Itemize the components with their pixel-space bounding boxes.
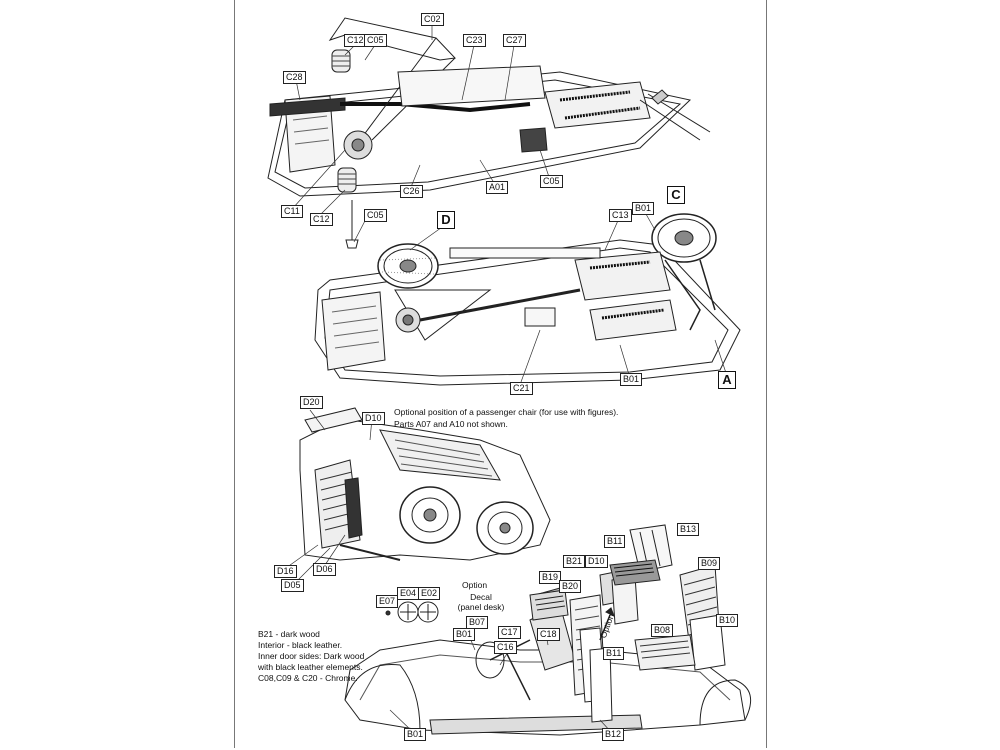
rear-box-2 [321,291,386,371]
label-b12: B12 [602,728,625,741]
option-label: Option [462,580,488,590]
legend-line-4: with black leather elements. [258,662,363,672]
legend-line-2: Interior - black leather. [258,640,343,650]
label-b11: B11 [604,535,626,548]
marker-a: A [718,371,736,389]
spring-upper [331,49,351,73]
label-a01: A01 [486,181,509,194]
label-c21: C21 [510,382,533,395]
rear-box [284,95,336,173]
label-c26: C26 [400,185,423,198]
label-d10: D10 [585,555,608,568]
shock-absorber [345,200,359,249]
label-d05: D05 [281,579,304,592]
engine-panel-lower [574,251,677,341]
label-b08: B08 [651,624,674,637]
marker-c: C [667,186,685,204]
label-c23: C23 [463,34,486,47]
front-spring-arms [639,93,711,141]
legend-line-5: C08,C09 & C20 - Chrome. [258,673,358,683]
fuel-tank [397,65,546,107]
label-d16: D16 [274,565,297,578]
label-c05: C05 [540,175,563,188]
label-d10: D10 [362,412,385,425]
drive-pipe [340,102,531,113]
battery-box [524,307,556,327]
chassis-frame-outline [267,71,692,197]
rear-wheel-3 [476,501,534,555]
label-c12: C12 [310,213,333,226]
front-fender [699,679,752,726]
engine-panel-upper [544,81,651,129]
side-rail [449,247,601,259]
label-d20: D20 [300,396,323,409]
car-front-view [299,407,551,561]
rear-fender [344,663,421,731]
windscreen [304,407,363,433]
marker-d: D [437,211,455,229]
decal-label-line1: Decal [470,592,492,602]
label-e02: E02 [418,587,441,600]
label-c27: C27 [503,34,526,47]
label-b09: B09 [698,557,721,570]
gauge-e02 [417,601,439,623]
label-d06: D06 [313,563,336,576]
steering-wheel [475,641,505,679]
label-b01: B01 [404,728,427,741]
rear-wheel [377,243,439,289]
passenger-chair [314,459,363,549]
label-c28: C28 [283,71,306,84]
seat-base-b11 [609,559,661,586]
battery-grille [519,127,548,153]
label-c05: C05 [364,209,387,222]
chassis-bottom-view [314,213,741,386]
label-c16: C16 [494,641,517,654]
seat-b08 [634,634,696,671]
label-b10: B10 [716,614,739,627]
front-wheel [651,213,717,263]
label-b01: B01 [620,373,643,386]
label-b19: B19 [539,571,562,584]
label-c11: C11 [281,205,303,218]
label-b07: B07 [466,616,489,629]
legend-line-1: B21 - dark wood [258,629,320,639]
legend-line-3: Inner door sides: Dark wood [258,651,365,661]
label-c13: C13 [609,209,632,222]
label-b01: B01 [453,628,476,641]
front-wheel-3 [399,486,461,544]
label-b20: B20 [559,580,582,593]
running-board [429,714,643,735]
label-e04: E04 [397,587,420,600]
label-c17: C17 [498,626,521,639]
passenger-note-line1: Optional position of a passenger chair (… [394,407,619,417]
seat-b19 [529,589,569,621]
spring-lower [337,167,357,193]
label-c18: C18 [537,628,560,641]
passenger-note-line2: Parts A07 and A10 not shown. [394,419,508,429]
label-c05: C05 [364,34,387,47]
exhaust-pipe [269,97,346,117]
front-suspension [664,259,716,331]
chassis-top-view [267,17,711,249]
label-c02: C02 [421,13,444,26]
label-e07: E07 [376,595,399,608]
label-b11: B11 [603,647,625,660]
label-b01: B01 [632,202,655,215]
label-b21: B21 [563,555,586,568]
decal-label-line2: (panel desk) [457,602,505,612]
label-b13: B13 [677,523,700,536]
